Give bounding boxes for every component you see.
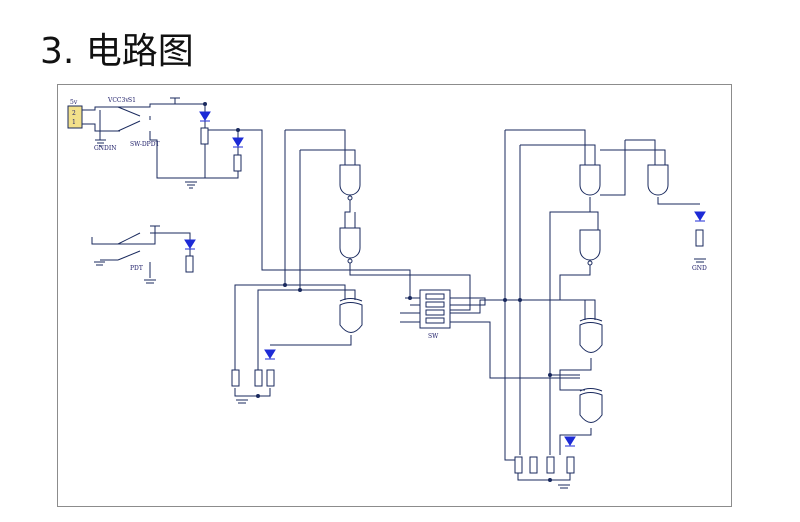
ground-symbol	[558, 484, 570, 489]
nand-gate	[339, 164, 361, 201]
label-gndin: GNDIN	[94, 145, 116, 152]
label-pdt: PDT	[130, 265, 143, 272]
ground-symbol	[144, 279, 156, 284]
ground-symbol	[94, 261, 105, 266]
label-gnd: GND	[692, 265, 707, 272]
xnor-gate	[339, 298, 363, 333]
resistor	[233, 154, 242, 172]
label-5v: 5v	[70, 99, 78, 106]
resistor	[185, 255, 194, 273]
resistor	[231, 369, 240, 387]
resistor	[566, 456, 575, 474]
resistor	[254, 369, 263, 387]
power-connector: 2 1	[67, 105, 83, 129]
led-indicator	[184, 239, 196, 250]
page-title: 3. 电路图	[40, 31, 194, 72]
svg-text:1: 1	[72, 119, 76, 126]
ground-symbol	[185, 181, 197, 189]
label-sw: SW	[428, 333, 439, 340]
svg-text:2: 2	[72, 110, 76, 117]
nand-gate	[339, 227, 361, 264]
label-vcc: VCC3v	[107, 97, 129, 104]
label-sw-dpdt: SW-DPDT	[130, 141, 160, 148]
resistor	[529, 456, 538, 474]
dip-switch	[419, 289, 451, 329]
wires-left-logic	[234, 129, 471, 397]
wires-right-logic	[504, 129, 700, 481]
resistor	[695, 229, 704, 247]
ground-symbol	[236, 399, 248, 404]
nand-gate	[647, 164, 669, 196]
xnor-gate	[579, 388, 603, 423]
led-indicator	[694, 211, 706, 222]
ground-symbol	[694, 258, 706, 263]
led-indicator	[199, 111, 211, 122]
resistor	[546, 456, 555, 474]
wires-input-section	[82, 97, 411, 298]
label-s1: S1	[128, 97, 136, 104]
led-indicator	[264, 349, 276, 360]
nand-gate	[579, 229, 601, 266]
schematic-frame	[57, 84, 732, 507]
xnor-gate	[579, 318, 603, 353]
led-indicator	[232, 137, 244, 148]
resistor	[514, 456, 523, 474]
nand-gate	[579, 164, 601, 196]
resistor	[200, 127, 209, 145]
ground-symbol	[95, 139, 106, 147]
junction-dots	[203, 102, 552, 482]
led-indicator	[564, 436, 576, 447]
resistor	[266, 369, 275, 387]
